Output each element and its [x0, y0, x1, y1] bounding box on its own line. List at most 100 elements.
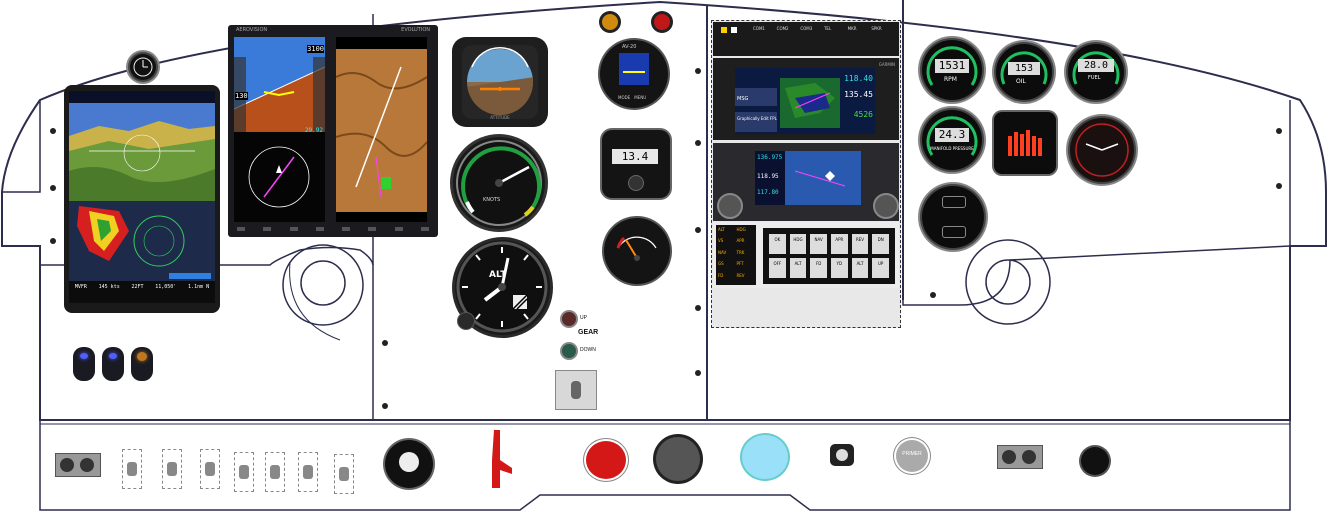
gns-right-knob[interactable] — [873, 193, 899, 219]
audio-button[interactable]: SPKR — [871, 26, 882, 31]
manifold-label: MANIFOLD PRESSURE — [930, 146, 974, 151]
gtn-brand: GARMIN — [878, 62, 895, 67]
manifold-readout: 24.3 — [935, 128, 969, 142]
audio-button[interactable]: COM2 — [776, 26, 789, 31]
gtn-freq2: 135.45 — [844, 90, 873, 99]
gtn-freq1: 118.40 — [844, 74, 873, 83]
blue-pushbutton[interactable] — [742, 435, 788, 479]
primer-button[interactable]: PRIMER — [896, 440, 928, 472]
ap-button[interactable]: OFF — [769, 258, 786, 278]
dual-knob-right[interactable] — [997, 445, 1043, 469]
gear-up-label: UP — [580, 315, 587, 321]
toggle-switch[interactable] — [334, 454, 354, 494]
fuel-quantity-gauge — [604, 218, 670, 284]
gtn-screen[interactable]: 118.40 135.45 4526 MSG Graphically Edit … — [735, 68, 875, 134]
rocker-switch-amber[interactable] — [131, 347, 153, 381]
screw — [1276, 128, 1282, 134]
ap-button[interactable]: YD — [830, 258, 848, 278]
screw — [382, 340, 388, 346]
status-item: 11,050' — [155, 284, 177, 290]
av20-instrument[interactable]: AV-20 MODE MENU — [600, 40, 668, 108]
ap-annunciation: VS — [718, 238, 724, 244]
av20-mode-button[interactable]: MODE — [618, 95, 631, 100]
dual-knob-left[interactable] — [55, 453, 101, 477]
small-pushbutton[interactable] — [830, 444, 854, 466]
tablet-efb[interactable]: MVFR 145 kts 22FT 11,050' 1.1nm N — [64, 85, 220, 313]
rocker-switch-blue[interactable] — [102, 347, 124, 381]
gtn-msg-label[interactable]: MSG — [737, 96, 749, 102]
toggle-switch[interactable] — [122, 449, 142, 489]
black-pushbutton[interactable] — [656, 437, 700, 481]
rocker-switch-blue[interactable] — [73, 347, 95, 381]
screw — [695, 227, 701, 233]
ap-button[interactable]: ALT — [851, 258, 869, 278]
screw — [695, 68, 701, 74]
mfd-screen[interactable] — [336, 37, 427, 222]
gtn-edit-fpl[interactable]: Graphically Edit FPL — [737, 116, 777, 121]
ap-button[interactable]: REV — [851, 234, 869, 254]
red-pushbutton[interactable] — [586, 441, 626, 479]
ap-button[interactable]: ALT — [789, 258, 807, 278]
altimeter-label: ALT — [489, 270, 507, 280]
primer-label: PRIMER — [902, 451, 922, 457]
audio-panel[interactable]: COM1 COM2 COM3 TEL MKR SPKR — [713, 22, 899, 56]
egt-cht-gauge — [994, 112, 1056, 174]
mixture-knob-red[interactable] — [484, 430, 514, 488]
gtn-map — [735, 78, 840, 132]
toggle-switch[interactable] — [298, 452, 318, 492]
status-item: 22FT — [131, 284, 144, 290]
av20-menu-button[interactable]: MENU — [634, 95, 647, 100]
toggle-switch[interactable] — [265, 452, 285, 492]
ap-button[interactable]: HDG — [789, 234, 807, 254]
autopilot-annunciator: ALT HDG VS APR NAV TRK GS PFT FD REV — [716, 225, 756, 285]
airspeed-label: KNOTS — [483, 197, 501, 203]
ap-button[interactable]: APR — [830, 234, 848, 254]
pfd-screen[interactable]: 3100 130 29.92 — [234, 37, 325, 222]
audio-button[interactable]: COM3 — [800, 26, 813, 31]
gns-screen[interactable]: 136.975 118.95 117.80 — [755, 151, 861, 205]
gtn-navigator[interactable]: GARMIN 118.40 135.45 4526 MSG Graphicall… — [713, 58, 899, 140]
ap-button[interactable]: UP — [872, 258, 889, 278]
fuel-gauge-face — [616, 236, 657, 261]
ap-button[interactable]: FD — [810, 258, 827, 278]
screw — [382, 403, 388, 409]
ap-button[interactable]: NAV — [810, 234, 827, 254]
altimeter-knob[interactable] — [457, 312, 475, 330]
round-black-knob[interactable] — [1081, 447, 1109, 475]
efis-display[interactable]: AEROVISION EVOLUTION 3100 130 29.92 — [228, 25, 438, 237]
screw — [50, 185, 56, 191]
warning-light-amber — [602, 14, 618, 30]
toggle-switch[interactable] — [162, 449, 182, 489]
gns-navigator[interactable]: 136.975 118.95 117.80 — [713, 143, 899, 221]
pfd-altitude: 3100 — [307, 45, 324, 53]
analog-gauge — [1070, 118, 1134, 182]
av20-buttons: MODE MENU — [618, 95, 646, 100]
toggle-switch[interactable] — [200, 449, 220, 489]
ap-button[interactable]: OK — [769, 234, 786, 254]
ap-button[interactable]: DN — [872, 234, 889, 254]
ap-annunciation: HDG — [736, 227, 746, 232]
efis-header: AEROVISION EVOLUTION — [228, 27, 438, 36]
audio-panel-buttons: COM1 COM2 COM3 TEL MKR SPKR — [753, 26, 893, 31]
ap-annunciation: ALT — [718, 227, 725, 232]
gear-down-light — [562, 344, 576, 358]
autopilot-panel[interactable]: ALT HDG VS APR NAV TRK GS PFT FD REV OK … — [713, 222, 899, 288]
audio-indicator-yellow — [721, 27, 727, 33]
audio-button[interactable]: COM1 — [753, 26, 765, 31]
ap-annunciation: GS — [718, 261, 724, 267]
gear-down-label: DOWN — [580, 347, 596, 353]
toggle-switch[interactable] — [234, 452, 254, 492]
digital-gauge-knob[interactable] — [628, 175, 644, 191]
digital-gauge-reading: 13.4 — [612, 149, 658, 164]
rpm-label: RPM — [944, 76, 957, 83]
tablet-status-bar: MVFR 145 kts 22FT 11,050' 1.1nm N — [69, 284, 215, 290]
altimeter: ALT — [455, 240, 550, 335]
gns-left-knob[interactable] — [717, 193, 743, 219]
manifold-pressure-gauge: 24.3 MANIFOLD PRESSURE — [922, 110, 982, 170]
tablet-screen[interactable]: MVFR 145 kts 22FT 11,050' 1.1nm N — [69, 91, 215, 303]
audio-button[interactable]: MKR — [847, 26, 857, 31]
av20-model: AV-20 — [622, 44, 637, 50]
audio-button[interactable]: TEL — [823, 26, 832, 31]
gear-title: GEAR — [578, 329, 599, 336]
ignition-switch[interactable] — [385, 440, 433, 488]
